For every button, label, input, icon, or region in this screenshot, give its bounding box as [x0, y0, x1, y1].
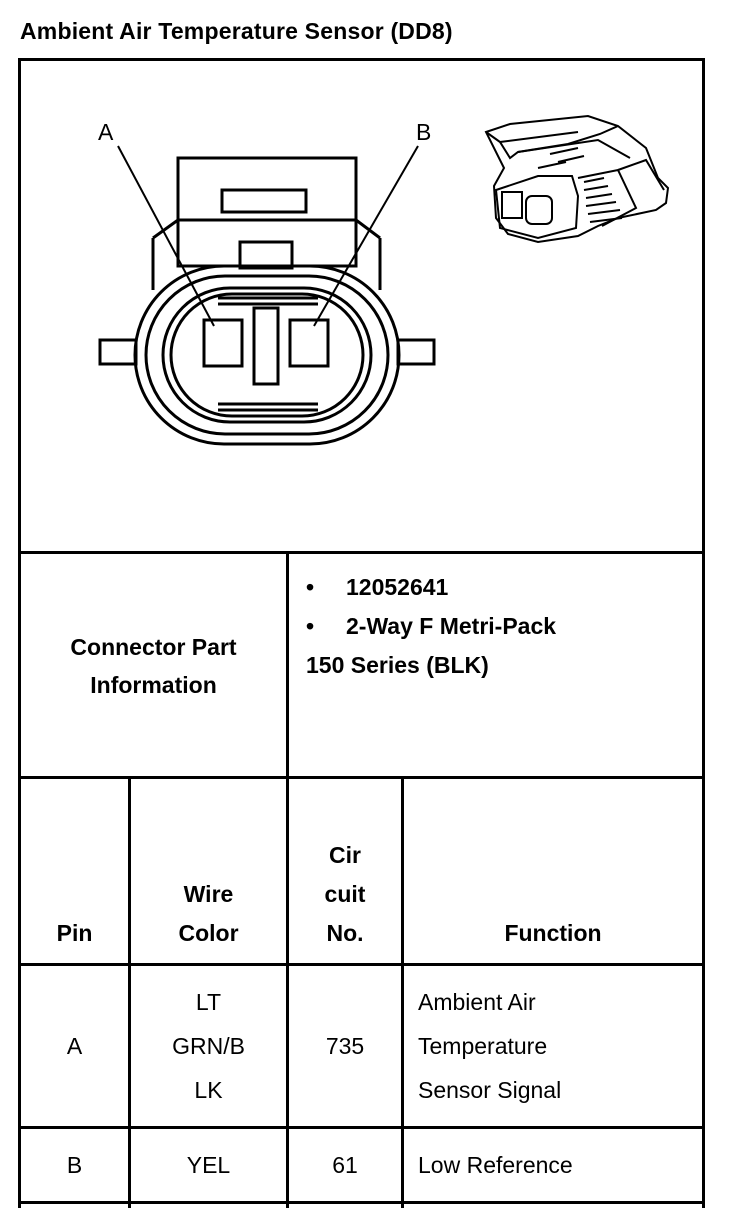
row-a-pin: A [66, 1032, 83, 1059]
connector-info-label-line1: Connector Part [70, 634, 237, 660]
divider-diagram [18, 551, 705, 554]
connector-series: 150 Series (BLK) [306, 652, 489, 678]
header-wire-color: Wire Color [178, 881, 239, 946]
border-left [18, 58, 21, 1208]
border-top [18, 58, 705, 61]
col-divider-3 [401, 776, 404, 1208]
header-circuit-no: Cir cuit No. [324, 842, 366, 946]
divider-row-b [18, 1201, 705, 1204]
connector-sheet: A B Connector Part Information •12052641 [18, 58, 705, 1208]
header-function: Function [504, 920, 602, 946]
row-b-pin: B [66, 1151, 83, 1178]
connector-isometric-illustration [484, 114, 670, 244]
pin-a-callout: A [98, 119, 114, 145]
row-a-function: Ambient Air Temperature Sensor Signal [418, 989, 562, 1103]
header-pin: Pin [56, 920, 93, 946]
divider-header [18, 963, 705, 966]
pin-b-callout: B [416, 119, 431, 145]
connector-info-label-line2: Information [90, 672, 217, 698]
connector-diagram: A B [98, 114, 670, 446]
divider-info [18, 776, 705, 779]
row-a-wire-color: LT GRN/B LK [172, 989, 245, 1103]
page-title: Ambient Air Temperature Sensor (DD8) [20, 18, 453, 44]
row-b-circuit: 61 [332, 1151, 358, 1178]
col-divider-1 [128, 776, 131, 1208]
divider-row-a [18, 1126, 705, 1129]
divider-info-vertical [286, 551, 289, 778]
connector-info-label: Connector Part Information [21, 554, 286, 778]
row-a-circuit: 735 [325, 1032, 365, 1059]
connector-bullet-part-number: •12052641 [306, 574, 449, 600]
connector-bullet-type: •2-Way F Metri-Pack [306, 613, 557, 639]
row-b-function: Low Reference [418, 1151, 573, 1178]
border-right [702, 58, 705, 1208]
row-b-wire-color: YEL [186, 1151, 231, 1178]
connector-info-values: •12052641 •2-Way F Metri-Pack 150 Series… [306, 568, 696, 685]
col-divider-2 [286, 776, 289, 1208]
